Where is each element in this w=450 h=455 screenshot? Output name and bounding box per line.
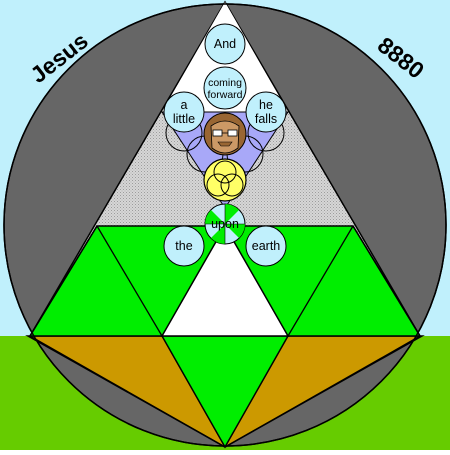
word-a: a [181,98,188,112]
bubble-earth [245,225,287,267]
star-line [287,225,354,337]
word-upon: upon [211,217,239,231]
word-and: And [214,37,236,51]
word-the: the [175,239,192,253]
bubble-the [163,225,205,267]
word-coming: coming [208,77,242,89]
star-line [224,335,421,448]
word-forward: forward [207,89,242,101]
star-line [29,225,98,337]
word-he: he [259,98,273,112]
bubble-coming-forward [203,66,247,110]
upon-pinwheel [204,203,246,245]
bubble-and [204,23,246,65]
star-line [96,225,163,337]
star-line [352,225,421,337]
sun-knot-icon [203,158,247,202]
word-falls: falls [255,112,277,126]
white-center-triangle [160,224,290,337]
star-line [29,335,226,448]
word-little: little [173,112,195,126]
bubble-he-falls [245,91,287,133]
jesus-face-icon [203,112,247,156]
disc-outline [3,3,447,447]
bubble-a-little [163,91,205,133]
word-earth: earth [252,239,281,253]
